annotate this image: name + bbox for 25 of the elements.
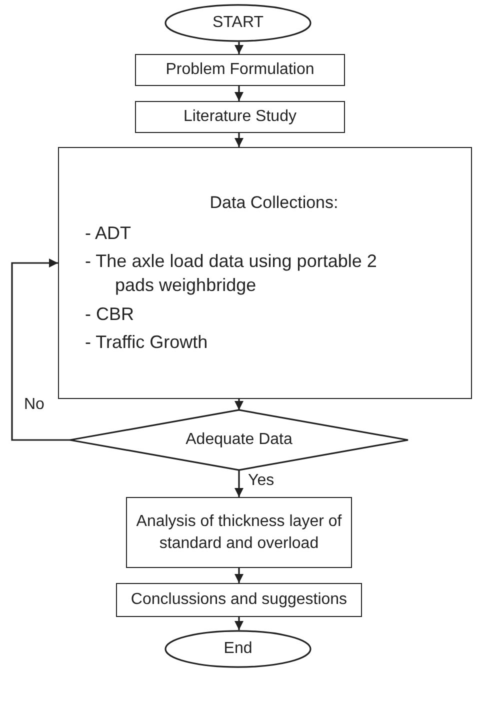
node-label: START	[212, 13, 264, 34]
list-item: - Traffic Growth	[85, 330, 209, 354]
arrow	[234, 470, 244, 497]
node-label: Conclussions and suggestions	[130, 590, 348, 610]
arrow	[234, 568, 244, 583]
arrow	[234, 617, 244, 630]
box-heading: Data Collections:	[208, 192, 340, 214]
list-item: - ADT	[85, 222, 132, 245]
process-box	[135, 54, 345, 86]
arrow	[234, 86, 244, 101]
arrow	[11, 258, 70, 441]
process-box	[126, 497, 352, 568]
process-box	[135, 101, 345, 133]
arrow	[234, 133, 244, 147]
node-label: Analysis of thickness layer of standard and overload	[135, 512, 343, 554]
arrow	[234, 42, 244, 54]
arrow	[234, 399, 244, 410]
list-item: - The axle load data using portable 2 pads weighbridge	[85, 250, 378, 298]
node-label: Adequate Data	[186, 430, 292, 450]
process-box	[58, 147, 472, 399]
node-label: End	[224, 639, 252, 660]
node-label: Problem Formulation	[166, 60, 314, 80]
node-label: Literature Study	[184, 107, 296, 128]
process-box	[116, 583, 362, 617]
list-item: - CBR	[85, 302, 135, 326]
